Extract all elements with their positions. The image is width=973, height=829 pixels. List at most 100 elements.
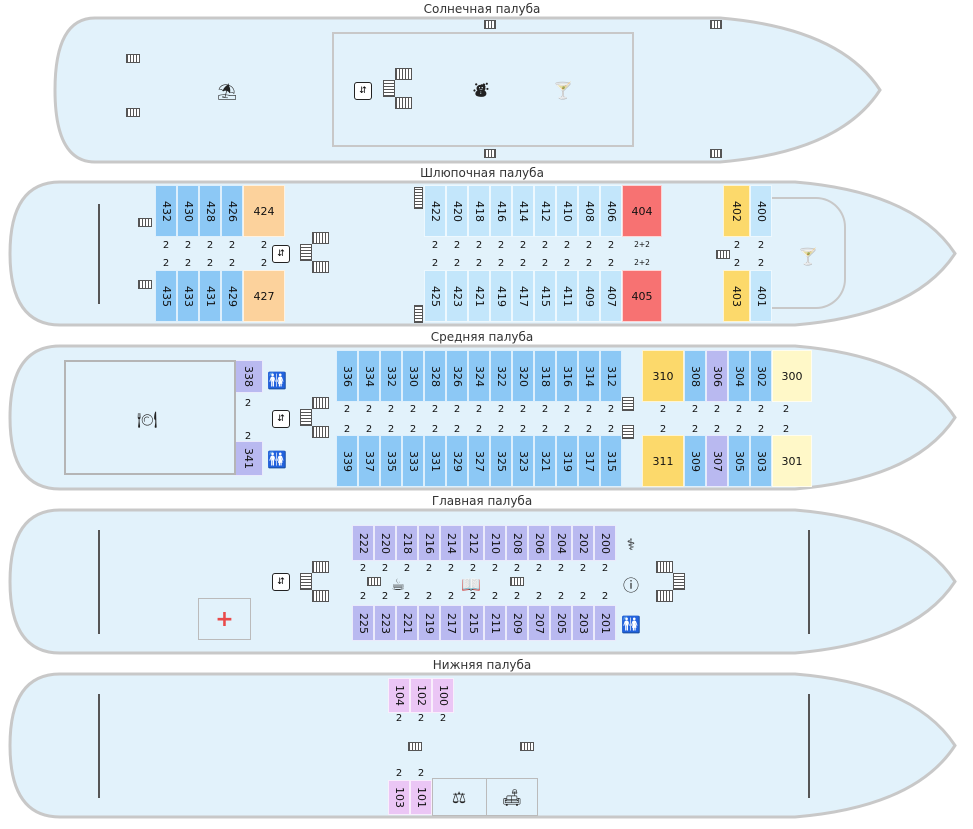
cabin-207[interactable]: 207 xyxy=(528,605,550,641)
cabin-314[interactable]: 314 xyxy=(578,350,600,402)
cabin-400[interactable]: 400 xyxy=(750,185,772,237)
cabin-216[interactable]: 216 xyxy=(418,525,440,561)
cabin-210[interactable]: 210 xyxy=(484,525,506,561)
cabin-424[interactable]: 424 xyxy=(243,185,285,237)
cabin-323[interactable]: 323 xyxy=(512,435,534,487)
cabin-435[interactable]: 435 xyxy=(155,270,177,322)
cabin-300[interactable]: 300 xyxy=(772,350,812,402)
cabin-208[interactable]: 208 xyxy=(506,525,528,561)
cabin-306[interactable]: 306 xyxy=(706,350,728,402)
cabin-331[interactable]: 331 xyxy=(424,435,446,487)
cabin-403[interactable]: 403 xyxy=(723,270,750,322)
cabin-336[interactable]: 336 xyxy=(336,350,358,402)
cabin-320[interactable]: 320 xyxy=(512,350,534,402)
cabin-315[interactable]: 315 xyxy=(600,435,622,487)
cabin-301[interactable]: 301 xyxy=(772,435,812,487)
cabin-328[interactable]: 328 xyxy=(424,350,446,402)
cabin-102[interactable]: 102 xyxy=(410,678,432,713)
cabin-218[interactable]: 218 xyxy=(396,525,418,561)
cabin-219[interactable]: 219 xyxy=(418,605,440,641)
cabin-204[interactable]: 204 xyxy=(550,525,572,561)
cabin-303[interactable]: 303 xyxy=(750,435,772,487)
gym-room[interactable] xyxy=(432,778,486,816)
cabin-425[interactable]: 425 xyxy=(424,270,446,322)
cabin-101[interactable]: 101 xyxy=(410,780,432,815)
lounge-room[interactable] xyxy=(486,778,538,816)
cabin-225[interactable]: 225 xyxy=(352,605,374,641)
cabin-419[interactable]: 419 xyxy=(490,270,512,322)
cabin-417[interactable]: 417 xyxy=(512,270,534,322)
cabin-407[interactable]: 407 xyxy=(600,270,622,322)
cabin-414[interactable]: 414 xyxy=(512,185,534,237)
cabin-104[interactable]: 104 xyxy=(388,678,410,713)
cabin-406[interactable]: 406 xyxy=(600,185,622,237)
cabin-307[interactable]: 307 xyxy=(706,435,728,487)
cabin-404[interactable]: 404 xyxy=(622,185,662,237)
cabin-409[interactable]: 409 xyxy=(578,270,600,322)
cabin-334[interactable]: 334 xyxy=(358,350,380,402)
cabin-316[interactable]: 316 xyxy=(556,350,578,402)
cabin-215[interactable]: 215 xyxy=(462,605,484,641)
cabin-211[interactable]: 211 xyxy=(484,605,506,641)
cabin-418[interactable]: 418 xyxy=(468,185,490,237)
cabin-321[interactable]: 321 xyxy=(534,435,556,487)
cabin-324[interactable]: 324 xyxy=(468,350,490,402)
cabin-402[interactable]: 402 xyxy=(723,185,750,237)
cabin-341[interactable]: 341 xyxy=(234,441,263,476)
cabin-327[interactable]: 327 xyxy=(468,435,490,487)
cabin-220[interactable]: 220 xyxy=(374,525,396,561)
cabin-335[interactable]: 335 xyxy=(380,435,402,487)
cabin-405[interactable]: 405 xyxy=(622,270,662,322)
cabin-302[interactable]: 302 xyxy=(750,350,772,402)
cabin-330[interactable]: 330 xyxy=(402,350,424,402)
cabin-221[interactable]: 221 xyxy=(396,605,418,641)
cabin-431[interactable]: 431 xyxy=(199,270,221,322)
cabin-223[interactable]: 223 xyxy=(374,605,396,641)
cabin-317[interactable]: 317 xyxy=(578,435,600,487)
cabin-337[interactable]: 337 xyxy=(358,435,380,487)
cabin-304[interactable]: 304 xyxy=(728,350,750,402)
medical-room[interactable]: + xyxy=(198,598,251,640)
cabin-421[interactable]: 421 xyxy=(468,270,490,322)
cabin-416[interactable]: 416 xyxy=(490,185,512,237)
cabin-332[interactable]: 332 xyxy=(380,350,402,402)
cabin-410[interactable]: 410 xyxy=(556,185,578,237)
cabin-319[interactable]: 319 xyxy=(556,435,578,487)
cabin-203[interactable]: 203 xyxy=(572,605,594,641)
cabin-322[interactable]: 322 xyxy=(490,350,512,402)
cabin-205[interactable]: 205 xyxy=(550,605,572,641)
cabin-308[interactable]: 308 xyxy=(684,350,706,402)
cabin-408[interactable]: 408 xyxy=(578,185,600,237)
cabin-428[interactable]: 428 xyxy=(199,185,221,237)
cabin-401[interactable]: 401 xyxy=(750,270,772,322)
cabin-429[interactable]: 429 xyxy=(221,270,243,322)
cabin-427[interactable]: 427 xyxy=(243,270,285,322)
cabin-325[interactable]: 325 xyxy=(490,435,512,487)
cabin-103[interactable]: 103 xyxy=(388,780,410,815)
cabin-217[interactable]: 217 xyxy=(440,605,462,641)
cabin-415[interactable]: 415 xyxy=(534,270,556,322)
cabin-433[interactable]: 433 xyxy=(177,270,199,322)
cabin-212[interactable]: 212 xyxy=(462,525,484,561)
cabin-338[interactable]: 338 xyxy=(234,360,263,393)
cabin-214[interactable]: 214 xyxy=(440,525,462,561)
cabin-200[interactable]: 200 xyxy=(594,525,616,561)
cabin-202[interactable]: 202 xyxy=(572,525,594,561)
cabin-339[interactable]: 339 xyxy=(336,435,358,487)
cabin-318[interactable]: 318 xyxy=(534,350,556,402)
cabin-326[interactable]: 326 xyxy=(446,350,468,402)
cabin-426[interactable]: 426 xyxy=(221,185,243,237)
cabin-312[interactable]: 312 xyxy=(600,350,622,402)
cabin-209[interactable]: 209 xyxy=(506,605,528,641)
cabin-206[interactable]: 206 xyxy=(528,525,550,561)
cabin-100[interactable]: 100 xyxy=(432,678,454,713)
cabin-333[interactable]: 333 xyxy=(402,435,424,487)
cabin-422[interactable]: 422 xyxy=(424,185,446,237)
cabin-310[interactable]: 310 xyxy=(642,350,684,402)
cabin-412[interactable]: 412 xyxy=(534,185,556,237)
cabin-420[interactable]: 420 xyxy=(446,185,468,237)
cabin-329[interactable]: 329 xyxy=(446,435,468,487)
cabin-311[interactable]: 311 xyxy=(642,435,684,487)
cabin-305[interactable]: 305 xyxy=(728,435,750,487)
cabin-423[interactable]: 423 xyxy=(446,270,468,322)
